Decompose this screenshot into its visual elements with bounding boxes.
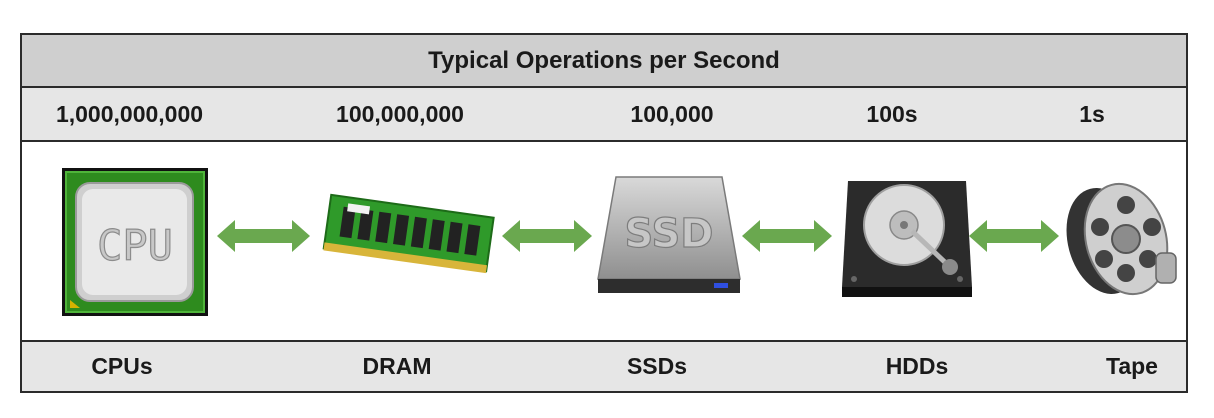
double-arrow-icon	[969, 218, 1059, 254]
hard-disk-icon	[840, 175, 974, 299]
ops-ssd: 100,000	[597, 88, 747, 140]
labels-row: CPUs DRAM SSDs HDDs Tape	[22, 340, 1186, 391]
ops-row: 1,000,000,000 100,000,000 100,000 100s 1…	[22, 88, 1186, 142]
label-cpu: CPUs	[67, 342, 177, 391]
ssd-drive-text: SSD	[624, 211, 713, 257]
ops-cpu: 1,000,000,000	[37, 88, 222, 140]
double-arrow-icon	[742, 218, 832, 254]
ssd-drive-icon: SSD	[596, 175, 742, 299]
ops-dram: 100,000,000	[315, 88, 485, 140]
label-tape: Tape	[1082, 342, 1182, 391]
double-arrow-icon	[217, 218, 310, 254]
cpu-chip-text: CPU	[97, 221, 173, 270]
cpu-chip-icon: CPU	[62, 168, 208, 316]
ops-hdd: 100s	[842, 88, 942, 140]
table-title: Typical Operations per Second	[22, 35, 1186, 88]
storage-hierarchy-table: Typical Operations per Second 1,000,000,…	[20, 33, 1188, 393]
double-arrow-icon	[502, 218, 592, 254]
label-dram: DRAM	[337, 342, 457, 391]
tape-reel-icon	[1056, 175, 1178, 303]
ops-tape: 1s	[1052, 88, 1132, 140]
label-hdd: HDDs	[862, 342, 972, 391]
label-ssd: SSDs	[602, 342, 712, 391]
dram-module-icon	[318, 188, 498, 288]
